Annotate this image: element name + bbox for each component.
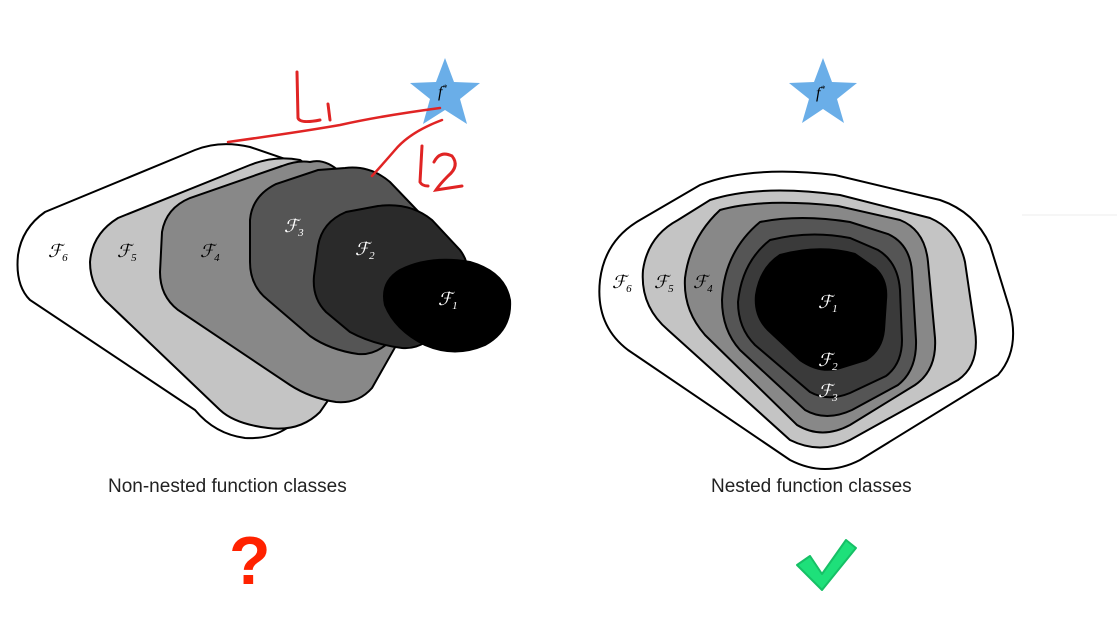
left-target-label: f* (438, 83, 447, 101)
annotation-l2-line (370, 118, 444, 178)
annotation-l1-glyph (295, 70, 332, 124)
left-target-star-icon (410, 58, 480, 124)
right-diagram: ℱ6 ℱ5 ℱ4 ℱ1 ℱ2 ℱ3 f* (598, 58, 1117, 591)
annotation-l2-glyph (418, 144, 464, 193)
left-class-f1-region (383, 258, 512, 353)
checkmark-icon (796, 539, 857, 591)
left-diagram: ℱ6 ℱ5 ℱ4 ℱ3 ℱ2 ℱ1 f* (16, 58, 512, 440)
question-mark-icon: ? (229, 523, 271, 599)
right-caption: Nested function classes (711, 476, 912, 497)
left-caption: Non-nested function classes (108, 476, 347, 497)
right-target-star-icon (789, 58, 857, 123)
right-class-f1-region (754, 248, 888, 371)
annotation-l1-line (226, 106, 442, 144)
right-target-label: f* (816, 84, 825, 102)
